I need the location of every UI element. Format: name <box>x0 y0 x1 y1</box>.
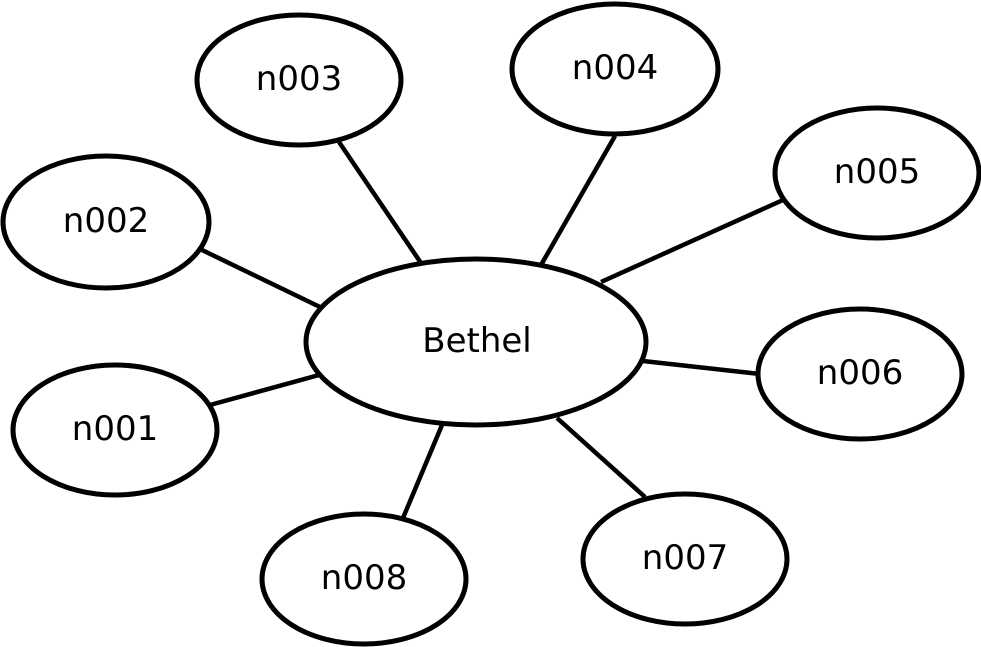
node-n008[interactable]: n008 <box>259 511 469 647</box>
node-label-n001: n001 <box>72 409 158 449</box>
node-n005[interactable]: n005 <box>772 105 981 241</box>
node-n001[interactable]: n001 <box>10 362 220 498</box>
edge-bethel-n001 <box>209 372 320 408</box>
edge-bethel-n005 <box>600 197 784 285</box>
node-label-n003: n003 <box>256 59 342 99</box>
node-bethel[interactable]: Bethel <box>303 256 649 428</box>
edge-bethel-n003 <box>337 140 423 265</box>
node-label-n005: n005 <box>834 152 920 192</box>
node-label-n006: n006 <box>817 353 903 393</box>
node-label-n007: n007 <box>642 538 728 578</box>
node-n003[interactable]: n003 <box>194 12 404 148</box>
edge-bethel-n008 <box>400 424 445 519</box>
edge-bethel-n006 <box>642 358 761 377</box>
node-n007[interactable]: n007 <box>580 491 790 627</box>
node-n002[interactable]: n002 <box>0 153 212 291</box>
node-label-n008: n008 <box>321 558 407 598</box>
node-n004[interactable]: n004 <box>509 1 721 137</box>
edges <box>201 134 784 519</box>
node-n006[interactable]: n006 <box>755 306 965 442</box>
node-label-n002: n002 <box>63 201 149 241</box>
node-label-n004: n004 <box>572 48 658 88</box>
node-label-bethel: Bethel <box>422 321 532 361</box>
edge-bethel-n002 <box>201 247 321 310</box>
edge-bethel-n007 <box>555 416 647 499</box>
edge-bethel-n004 <box>539 134 617 267</box>
